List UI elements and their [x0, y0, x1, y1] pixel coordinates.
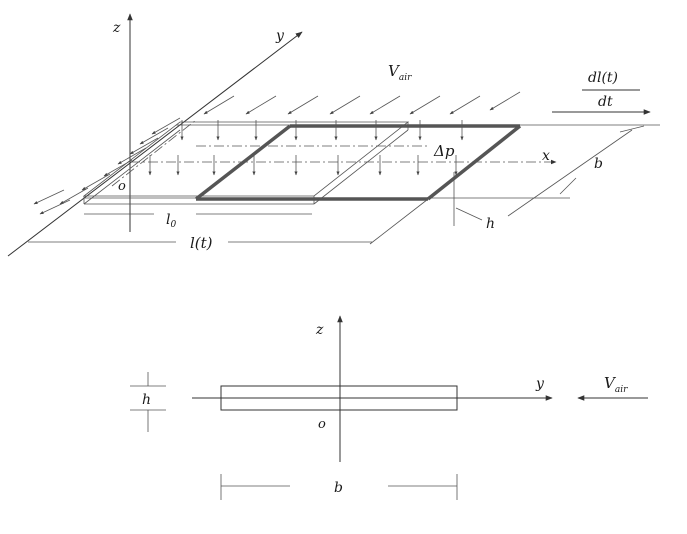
section-origin-label: o [318, 417, 326, 432]
section-width-label: b [334, 480, 343, 496]
plate-seam-middle [194, 124, 292, 201]
y-axis-label: y [275, 28, 285, 44]
width-dimension-line [507, 129, 633, 217]
y-axis [7, 31, 303, 257]
section-z-axis-label: z [315, 322, 324, 338]
air-velocity-label: Vair [388, 62, 412, 83]
section-view: z y o h b Vair [130, 315, 648, 500]
width-dimension-tick-b [559, 177, 577, 195]
width-dimension-tick-a [619, 125, 645, 133]
initial-length-label: l0 [166, 212, 176, 230]
plate-extension-end [426, 124, 522, 201]
origin-label: o [118, 179, 126, 194]
pressure-diff-label: Δp [433, 142, 455, 160]
initial-plate-edge-right [313, 129, 409, 205]
z-axis-label: z [112, 20, 121, 36]
section-y-axis-label: y [535, 376, 545, 392]
pressure-arrows [148, 120, 464, 176]
rate-numerator: dl(t) [588, 70, 618, 86]
top-3d-view: z y x o [7, 13, 660, 257]
rate-denominator: dt [598, 94, 613, 110]
length-label: l(t) [190, 234, 213, 252]
centre-line-oblique [111, 119, 197, 187]
section-thickness-label: h [142, 392, 151, 408]
air-flow-arrows [33, 91, 521, 215]
x-axis-label: x [542, 148, 550, 164]
initial-plate-edge-left [83, 129, 181, 205]
section-air-velocity-label: Vair [604, 374, 628, 395]
thickness-leader [455, 207, 483, 221]
plate-cross-section [220, 385, 458, 411]
length-dim-oblique [369, 195, 433, 245]
width-label: b [594, 156, 603, 172]
thickness-label: h [486, 216, 495, 232]
